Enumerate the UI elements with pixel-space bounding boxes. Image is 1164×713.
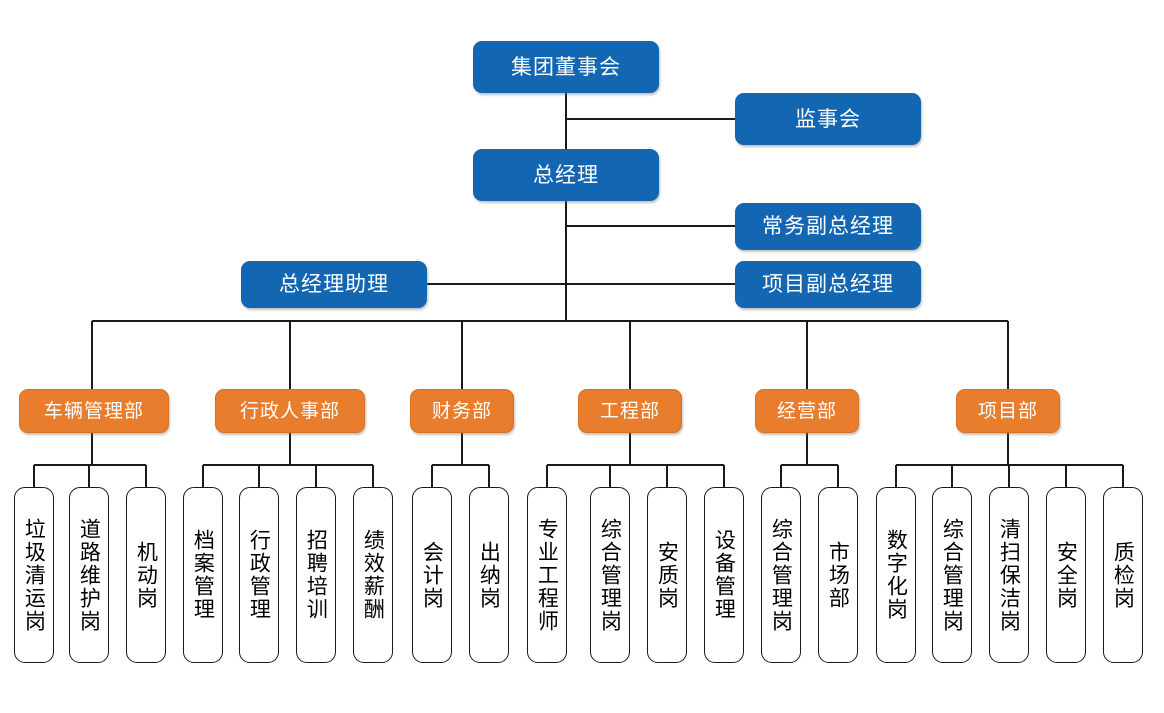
node-label: 会计岗 [420,540,445,610]
node-label: 招聘培训 [304,529,329,621]
node-position-admin-management[interactable]: 行政管理 [239,487,279,663]
node-supervisory-board[interactable]: 监事会 [735,93,921,145]
node-label: 行政管理 [247,529,272,621]
node-label: 综合管理岗 [598,517,623,633]
node-label: 综合管理岗 [940,517,965,633]
node-label: 出纳岗 [477,540,502,610]
node-label: 经营部 [776,400,837,422]
node-label: 综合管理岗 [769,517,794,633]
node-project-deputy-gm[interactable]: 项目副总经理 [735,261,921,308]
node-label: 垃圾清运岗 [22,517,47,633]
node-label: 安全岗 [1054,540,1079,610]
node-gm-assistant[interactable]: 总经理助理 [241,261,427,308]
node-label: 绩效薪酬 [361,529,386,621]
node-label: 质检岗 [1111,540,1136,610]
node-position-general-management-operations[interactable]: 综合管理岗 [761,487,801,663]
node-label: 常务副总经理 [762,215,894,238]
node-general-manager[interactable]: 总经理 [473,149,659,201]
node-position-accounting[interactable]: 会计岗 [412,487,452,663]
node-position-waste-transport[interactable]: 垃圾清运岗 [14,487,54,663]
node-label: 项目副总经理 [762,273,894,296]
node-position-recruitment-training[interactable]: 招聘培训 [296,487,336,663]
node-label: 市场部 [826,540,851,610]
node-position-safety-quality[interactable]: 安质岗 [647,487,687,663]
node-label: 安质岗 [655,540,680,610]
node-position-mobile-duty[interactable]: 机动岗 [126,487,166,663]
node-label: 集团董事会 [511,55,621,79]
node-position-professional-engineer[interactable]: 专业工程师 [527,487,567,663]
node-position-quality-inspection[interactable]: 质检岗 [1103,487,1143,663]
node-position-cashier[interactable]: 出纳岗 [469,487,509,663]
node-label: 车辆管理部 [43,400,144,422]
node-dept-vehicle-management[interactable]: 车辆管理部 [19,389,169,433]
node-label: 监事会 [795,107,861,131]
node-position-digitalization[interactable]: 数字化岗 [876,487,916,663]
node-label: 财务部 [431,400,492,422]
node-dept-project[interactable]: 项目部 [956,389,1060,433]
node-label: 档案管理 [191,529,216,621]
node-dept-engineering[interactable]: 工程部 [578,389,682,433]
node-dept-admin-hr[interactable]: 行政人事部 [215,389,365,433]
node-position-archive-management[interactable]: 档案管理 [183,487,223,663]
node-dept-operations[interactable]: 经营部 [755,389,859,433]
node-executive-deputy-gm[interactable]: 常务副总经理 [735,203,921,250]
node-position-safety[interactable]: 安全岗 [1046,487,1086,663]
node-label: 项目部 [977,400,1038,422]
node-position-marketing[interactable]: 市场部 [818,487,858,663]
node-label: 机动岗 [134,540,159,610]
node-group-board[interactable]: 集团董事会 [473,41,659,93]
node-label: 总经理 [533,163,599,187]
node-position-equipment-management[interactable]: 设备管理 [704,487,744,663]
node-label: 工程部 [599,400,660,422]
node-label: 数字化岗 [884,529,909,621]
node-label: 总经理助理 [279,273,389,296]
node-dept-finance[interactable]: 财务部 [410,389,514,433]
node-position-road-maintenance[interactable]: 道路维护岗 [69,487,109,663]
node-label: 道路维护岗 [77,517,102,633]
node-position-general-management-engineering[interactable]: 综合管理岗 [590,487,630,663]
node-label: 行政人事部 [239,400,340,422]
node-label: 设备管理 [712,529,737,621]
node-position-performance-compensation[interactable]: 绩效薪酬 [353,487,393,663]
node-position-general-management-project[interactable]: 综合管理岗 [932,487,972,663]
node-label: 专业工程师 [535,517,560,633]
node-position-cleaning-sanitation[interactable]: 清扫保洁岗 [989,487,1029,663]
node-label: 清扫保洁岗 [997,517,1022,633]
